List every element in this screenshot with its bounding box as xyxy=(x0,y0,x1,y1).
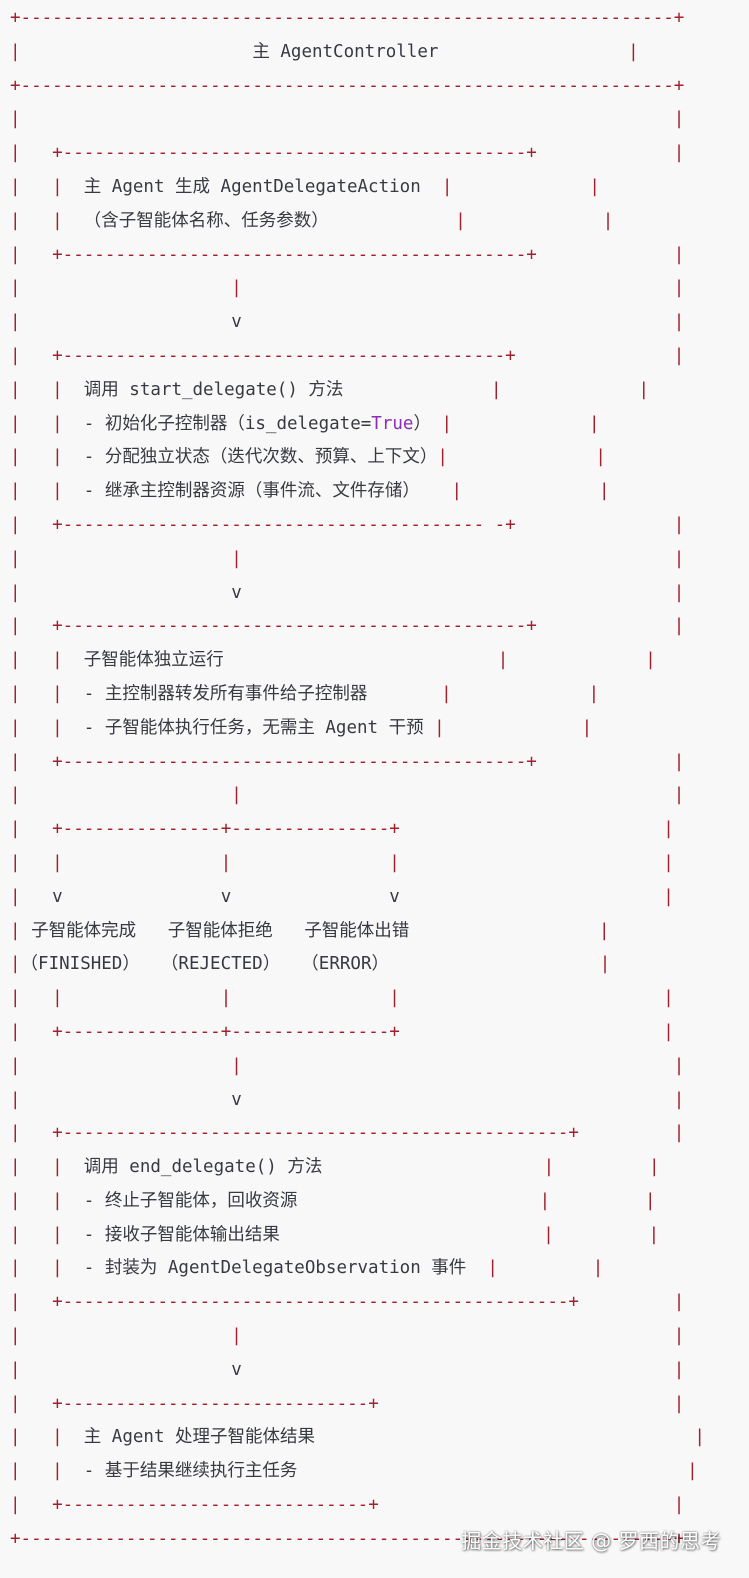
step4-row4: | | - 封装为 AgentDelegateObservation 事件 | … xyxy=(10,1258,604,1279)
step3-row2: | | - 主控制器转发所有事件给子控制器 | | xyxy=(10,683,600,704)
branch-finished-label: 子智能体完成 xyxy=(31,920,137,941)
step4-row1: | | 调用 end_delegate() 方法 | | xyxy=(10,1157,660,1178)
branch-error-label: 子智能体出错 xyxy=(304,920,410,941)
step2-item1-prefix: - 初始化子控制器（is_delegate= xyxy=(83,413,372,434)
step5-row1: | | 主 Agent 处理子智能体结果 | xyxy=(10,1427,705,1448)
step2-heading: 调用 start_delegate() 方法 xyxy=(83,379,344,400)
step4-row2: | | - 终止子智能体，回收资源 | | xyxy=(10,1190,656,1211)
ascii-flow-diagram: +---------------------------------------… xyxy=(10,0,740,1557)
step1-top-border: | +-------------------------------------… xyxy=(10,143,685,164)
watermark: 掘金技术社区 @ 罗西的思考 xyxy=(461,1529,721,1553)
branch-rejected-label: 子智能体拒绝 xyxy=(167,920,273,941)
step3-item1: - 主控制器转发所有事件给子控制器 xyxy=(83,683,368,704)
step2-row1: | | 调用 start_delegate() 方法 | | xyxy=(10,379,649,400)
branch-split: | +---------------+---------------+ | xyxy=(10,819,674,840)
step3-row1: | | 子智能体独立运行 | | xyxy=(10,650,656,671)
step4-heading: 调用 end_delegate() 方法 xyxy=(83,1157,323,1178)
step4-row3: | | - 接收子智能体输出结果 | | xyxy=(10,1224,660,1245)
true-keyword: True xyxy=(371,413,414,434)
step2-item1-suffix: ） xyxy=(413,413,431,434)
step3-item2: - 子智能体执行任务，无需主 Agent 干预 xyxy=(83,717,424,738)
step5-row2: | | - 基于结果继续执行主任务 | xyxy=(10,1461,698,1482)
step3-top-border: | +-------------------------------------… xyxy=(10,616,685,637)
step1-line1: 主 Agent 生成 AgentDelegateAction xyxy=(83,176,421,197)
step1-bottom-border: | +-------------------------------------… xyxy=(10,244,685,265)
branch-arrows: | v v v | xyxy=(10,886,674,907)
step3-heading: 子智能体独立运行 xyxy=(83,650,224,671)
outer-bottom-border: +---------------------------------------… xyxy=(10,1528,685,1549)
step1-row2: | | （含子智能体名称、任务参数） | | xyxy=(10,210,614,231)
arrow-3: | v | xyxy=(10,1089,685,1110)
step4-bottom-border: | +-------------------------------------… xyxy=(10,1292,685,1313)
step4-item3: - 封装为 AgentDelegateObservation 事件 xyxy=(83,1258,467,1279)
step1-line2: （含子智能体名称、任务参数） xyxy=(83,210,329,231)
branch-statuses: |（FINISHED） （REJECTED） （ERROR） | xyxy=(10,954,611,975)
step2-top-border: | +-------------------------------------… xyxy=(10,345,685,366)
step2-row4: | | - 继承主控制器资源（事件流、文件存储） | | xyxy=(10,481,610,502)
outer-header-border: +---------------------------------------… xyxy=(10,75,685,96)
step2-item2: - 分配独立状态（迭代次数、预算、上下文） xyxy=(83,447,438,468)
step4-item1: - 终止子智能体，回收资源 xyxy=(83,1190,298,1211)
arrow-1: | v | xyxy=(10,312,685,333)
step2-row3: | | - 分配独立状态（迭代次数、预算、上下文）| | xyxy=(10,447,606,468)
step4-item2: - 接收子智能体输出结果 xyxy=(83,1224,280,1245)
step3-row3: | | - 子智能体执行任务，无需主 Agent 干预 | | xyxy=(10,717,593,738)
step1-row1: | | 主 Agent 生成 AgentDelegateAction | | xyxy=(10,176,600,197)
branch-labels: | 子智能体完成 子智能体拒绝 子智能体出错 | xyxy=(10,920,610,941)
branch-error-status: （ERROR） xyxy=(301,954,389,975)
step2-row2: | | - 初始化子控制器（is_delegate=True） | | xyxy=(10,413,600,434)
step3-bottom-border: | +-------------------------------------… xyxy=(10,751,685,772)
step2-item3: - 继承主控制器资源（事件流、文件存储） xyxy=(83,481,420,502)
step5-heading: 主 Agent 处理子智能体结果 xyxy=(83,1427,316,1448)
branch-finished-status: （FINISHED） xyxy=(20,954,140,975)
diagram-title: 主 AgentController xyxy=(252,41,439,62)
outer-title-row: | 主 AgentController | xyxy=(10,41,639,62)
branch-rejected-status: （REJECTED） xyxy=(160,954,281,975)
step4-top-border: | +-------------------------------------… xyxy=(10,1123,685,1144)
arrow-4: | v | xyxy=(10,1359,685,1380)
step5-item1: - 基于结果继续执行主任务 xyxy=(83,1461,298,1482)
step5-bottom-border: | +-----------------------------+ | xyxy=(10,1495,685,1516)
arrow-2: | v | xyxy=(10,582,685,603)
outer-top-border: +---------------------------------------… xyxy=(10,8,685,28)
step5-top-border: | +-----------------------------+ | xyxy=(10,1393,685,1414)
branch-merge: | +---------------+---------------+ | xyxy=(10,1021,674,1042)
step2-bottom-border: | +-------------------------------------… xyxy=(10,514,685,535)
